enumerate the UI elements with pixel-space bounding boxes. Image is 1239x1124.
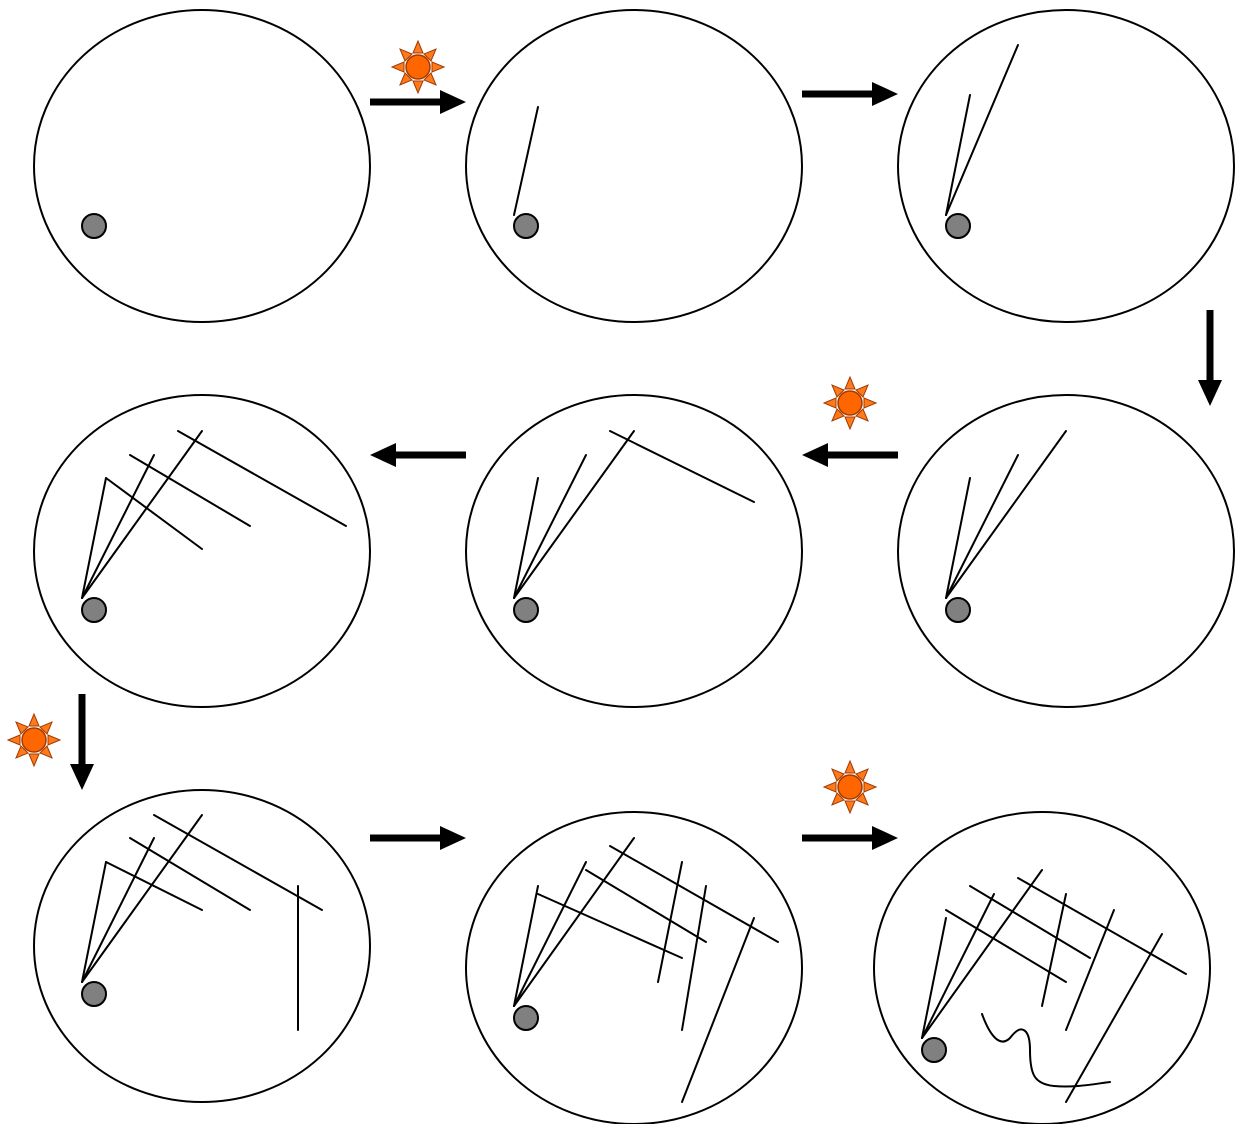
cell-outline — [897, 394, 1235, 708]
stage-3 — [897, 9, 1235, 323]
cell-outline — [33, 394, 371, 708]
fiber-line — [81, 454, 155, 599]
stage-1 — [33, 9, 371, 323]
arrow-left — [370, 443, 466, 467]
origin-dot — [945, 213, 971, 239]
origin-dot — [945, 597, 971, 623]
fiber-line — [1065, 933, 1163, 1103]
fiber-line — [945, 454, 1019, 599]
fibers — [945, 44, 1019, 216]
fiber-line — [513, 430, 635, 599]
fiber-line — [945, 477, 971, 599]
fiber-line — [945, 430, 1067, 599]
arrow-right — [802, 826, 898, 850]
fibers — [513, 430, 755, 599]
cell-outline — [465, 811, 803, 1124]
fiber-line — [513, 885, 539, 1007]
fiber-line — [81, 861, 107, 983]
arrow-down — [1198, 310, 1222, 406]
fiber-line — [177, 430, 347, 527]
fibers — [81, 430, 347, 599]
fiber-line — [921, 893, 995, 1039]
sun-icon — [391, 40, 445, 94]
fiber-line — [681, 917, 755, 1103]
fiber-line — [969, 885, 1091, 959]
fibers — [81, 814, 323, 1031]
stage-6 — [33, 394, 371, 708]
fiber-line — [513, 837, 635, 1007]
fiber-line — [513, 477, 539, 599]
fiber-line — [129, 837, 251, 911]
fiber-line — [513, 106, 539, 216]
cell-outline — [33, 9, 371, 323]
stage-5 — [465, 394, 803, 708]
origin-dot — [513, 213, 539, 239]
fiber-line — [681, 885, 707, 1031]
cell-outline — [465, 9, 803, 323]
fiber-line — [81, 814, 203, 983]
fiber-line — [105, 861, 203, 911]
fiber-line — [945, 44, 1019, 216]
fibers — [945, 430, 1067, 599]
cell-outline — [897, 9, 1235, 323]
fiber-line — [513, 454, 587, 599]
sun-icon — [823, 760, 877, 814]
stage-2 — [465, 9, 803, 323]
arrow-right — [370, 826, 466, 850]
fiber-line — [129, 454, 251, 527]
arrow-right — [802, 82, 898, 106]
arrow-down — [70, 694, 94, 790]
fiber-line — [585, 869, 707, 943]
origin-dot — [81, 981, 107, 1007]
sun-icon — [7, 713, 61, 767]
fiber-line — [153, 814, 323, 911]
sun-icon — [823, 376, 877, 430]
origin-dot — [81, 213, 107, 239]
fiber-line — [1017, 877, 1187, 975]
fiber-line — [81, 477, 107, 599]
stage-8 — [465, 811, 803, 1124]
fiber-line — [1065, 909, 1115, 1031]
fiber-line — [105, 477, 203, 550]
fiber-line — [945, 909, 1067, 983]
origin-dot — [921, 1037, 947, 1063]
fibers — [513, 106, 539, 216]
fiber-line — [921, 917, 947, 1039]
stage-7 — [33, 789, 371, 1103]
stage-4 — [897, 394, 1235, 708]
fiber-line — [657, 861, 683, 983]
origin-dot — [81, 597, 107, 623]
fiber-line — [1041, 893, 1067, 1007]
fiber-line — [513, 861, 587, 1007]
fiber-line — [537, 893, 683, 959]
fibers — [921, 869, 1187, 1103]
origin-dot — [513, 1005, 539, 1031]
arrow-right — [370, 90, 466, 114]
fibers — [513, 837, 779, 1103]
fiber-line — [81, 430, 203, 599]
fiber-line — [81, 837, 155, 983]
stage-9 — [873, 811, 1211, 1124]
cell-outline — [465, 394, 803, 708]
wavy-fiber — [981, 1013, 1111, 1088]
fiber-line — [609, 430, 755, 503]
fiber-line — [921, 869, 1043, 1039]
cell-outline — [33, 789, 371, 1103]
arrow-left — [802, 443, 898, 467]
origin-dot — [513, 597, 539, 623]
fiber-line — [945, 94, 971, 216]
